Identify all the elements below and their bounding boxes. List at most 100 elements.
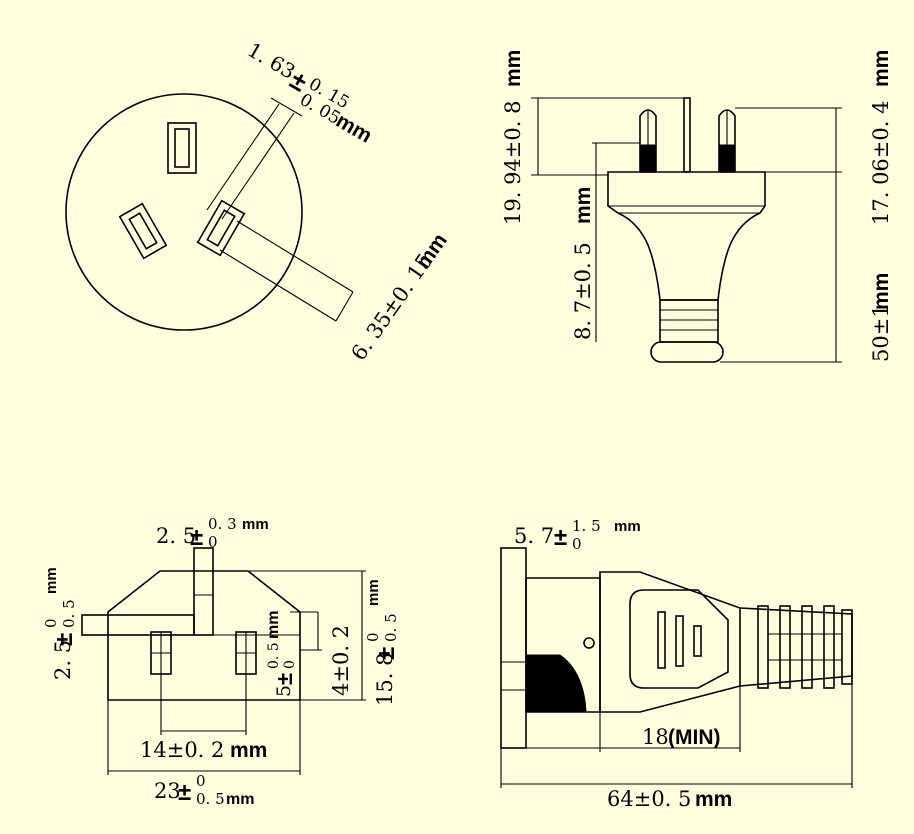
dim-pin-width: 1. 63 ± 0. 15 0. 05 mm — [244, 38, 376, 148]
dim-earth-width-minus: 0 — [208, 533, 218, 551]
side-plug-body — [607, 171, 766, 301]
dim-width-plus: 0 — [196, 772, 206, 790]
dim-earth-thickness-unit: mm — [43, 567, 60, 594]
dim-flange-minus: 0 — [572, 535, 582, 553]
dim-plus-minus-sign: ± — [190, 524, 203, 551]
front-earth-pin — [193, 547, 214, 636]
leader-pin-length-b — [219, 249, 337, 322]
dim-length: 64±0. 5 mm — [607, 787, 732, 811]
dim-earth-thickness-base: 2. 5 — [51, 640, 75, 680]
dim-earth-thickness-plus: 0 — [42, 618, 60, 628]
dim-height-base: 15. 8 — [373, 653, 397, 706]
profile-window-bar-3 — [693, 625, 702, 657]
profile-strain-ribs — [757, 605, 853, 689]
dim-width: 23 ± 0 0. 5 mm — [154, 772, 254, 808]
dim-pin-inner-plus: 0. 5 — [266, 642, 282, 669]
face-view: 1. 63 ± 0. 15 0. 05 mm 6. 35±0. 15 mm — [65, 38, 452, 365]
plug-face-outline — [65, 93, 303, 331]
dim-earth-width-unit: mm — [242, 516, 269, 533]
dim-overall-unit: mm — [870, 273, 893, 310]
dim-pin-inner: 5 ± 0. 5 0 mm — [265, 611, 298, 697]
dim-flange-base: 5. 7 — [514, 524, 554, 548]
profile-rib — [801, 605, 813, 689]
dim-pin-total-text: 19. 94±0. 8 — [501, 101, 525, 225]
profile-window-bar-1 — [657, 611, 666, 669]
dim-width-base: 23 — [154, 779, 181, 803]
dim-min-text: 18 — [642, 725, 669, 749]
dim-pitch-text: 14±0. 2 — [140, 738, 224, 762]
profile-rib — [779, 605, 791, 689]
dim-plus-minus-sign: ± — [51, 633, 78, 646]
dim-body-top: 17. 06±0. 4 mm — [869, 50, 893, 225]
dim-insulated: 8. 7±0. 5 mm — [571, 187, 595, 340]
side-cable-end — [650, 341, 724, 363]
profile-handle-window — [629, 589, 729, 689]
dim-body-top-unit: mm — [870, 50, 893, 87]
leader-pin-width-a — [206, 103, 280, 211]
dim-min: 18 (MIN) — [642, 725, 720, 749]
dim-pin-inner-unit: mm — [265, 611, 282, 639]
dim-height-minus: 0. 5 — [382, 613, 400, 642]
side-view: 19. 94±0. 8 mm 8. 7±0. 5 mm 17. 06±0. 4 … — [501, 50, 893, 363]
dim-overall-text: 50±1 — [869, 304, 893, 362]
dim-length-unit: mm — [695, 788, 732, 811]
leader-pin-length-c — [335, 291, 354, 322]
dim-width-minus: 0. 5 — [196, 790, 225, 808]
dim-earth-thickness-minus: 0. 5 — [60, 599, 78, 628]
dim-overall: 50±1 mm — [869, 273, 893, 362]
leader-pin-width-b — [221, 112, 295, 220]
side-grip — [659, 299, 719, 343]
right-pin — [196, 199, 246, 257]
dim-flange-plus: 1. 5 — [572, 517, 601, 535]
dim-plus-minus-sign: ± — [554, 524, 567, 551]
dim-earth-width-plus: 0. 3 — [208, 515, 237, 533]
dim-pin-length: 6. 35±0. 15 mm — [346, 229, 451, 365]
profile-rib — [757, 605, 769, 689]
profile-handle — [599, 571, 741, 713]
dim-earth-width: 2. 5 ± 0. 3 0 mm — [156, 515, 269, 551]
profile-window-bar-2 — [675, 615, 684, 667]
dim-pin-inner-base: 5 — [273, 685, 295, 697]
dim-earth-width-base: 2. 5 — [156, 524, 196, 548]
dim-pitch-unit: mm — [230, 739, 267, 762]
front-view: 2. 5 ± 0. 3 0 mm 2. 5 ± 0 0. 5 mm 5 ± 0.… — [42, 515, 400, 808]
side-earth-pin — [683, 97, 691, 173]
dim-4: 4±0. 2 — [329, 625, 353, 696]
dim-pin-width-base: 1. 63 — [244, 38, 300, 84]
earth-pin-inner — [174, 128, 190, 168]
profile-rib — [823, 605, 835, 689]
profile-view: 5. 7 ± 1. 5 0 mm 18 (MIN) 64±0. 5 mm — [500, 517, 853, 811]
dim-pin-total: 19. 94±0. 8 mm — [501, 50, 525, 225]
dim-pin-total-unit: mm — [502, 50, 525, 87]
dim-min-note: (MIN) — [668, 726, 720, 749]
dim-body-top-text: 17. 06±0. 4 — [869, 101, 893, 225]
dim-length-text: 64±0. 5 — [607, 787, 691, 811]
leader-pin-width-c — [270, 97, 303, 117]
dim-insulated-unit: mm — [572, 187, 595, 224]
dim-height: 15. 8 ± 0 0. 5 mm — [364, 579, 400, 706]
dim-plus-minus-sign: ± — [373, 647, 400, 660]
side-right-pin-sleeve — [718, 144, 736, 173]
dim-insulated-text: 8. 7±0. 5 — [571, 242, 595, 340]
front-earth-flange — [81, 614, 195, 636]
dim-flange-unit: mm — [614, 518, 641, 535]
left-pin — [118, 202, 168, 260]
dim-pitch: 14±0. 2 mm — [140, 738, 267, 762]
profile-strain-relief — [739, 607, 853, 687]
dim-height-plus: 0 — [364, 632, 382, 642]
earth-pin-outline — [167, 122, 197, 174]
profile-black-insert — [525, 654, 587, 713]
dim-height-unit: mm — [365, 579, 382, 606]
dim-width-unit: mm — [226, 791, 254, 808]
dim-4-text: 4±0. 2 — [329, 625, 353, 696]
profile-rib — [841, 609, 853, 685]
side-left-pin-sleeve — [639, 144, 657, 173]
leader-pin-length-a — [236, 220, 354, 293]
dim-flange: 5. 7 ± 1. 5 0 mm — [514, 517, 641, 553]
dim-earth-thickness: 2. 5 ± 0 0. 5 mm — [42, 567, 78, 680]
dim-pin-inner-minus: 0 — [282, 660, 298, 669]
dim-plus-minus-sign: ± — [272, 673, 297, 685]
dim-plus-minus-sign: ± — [178, 779, 191, 806]
profile-flange — [500, 547, 527, 749]
profile-dot — [583, 637, 595, 649]
